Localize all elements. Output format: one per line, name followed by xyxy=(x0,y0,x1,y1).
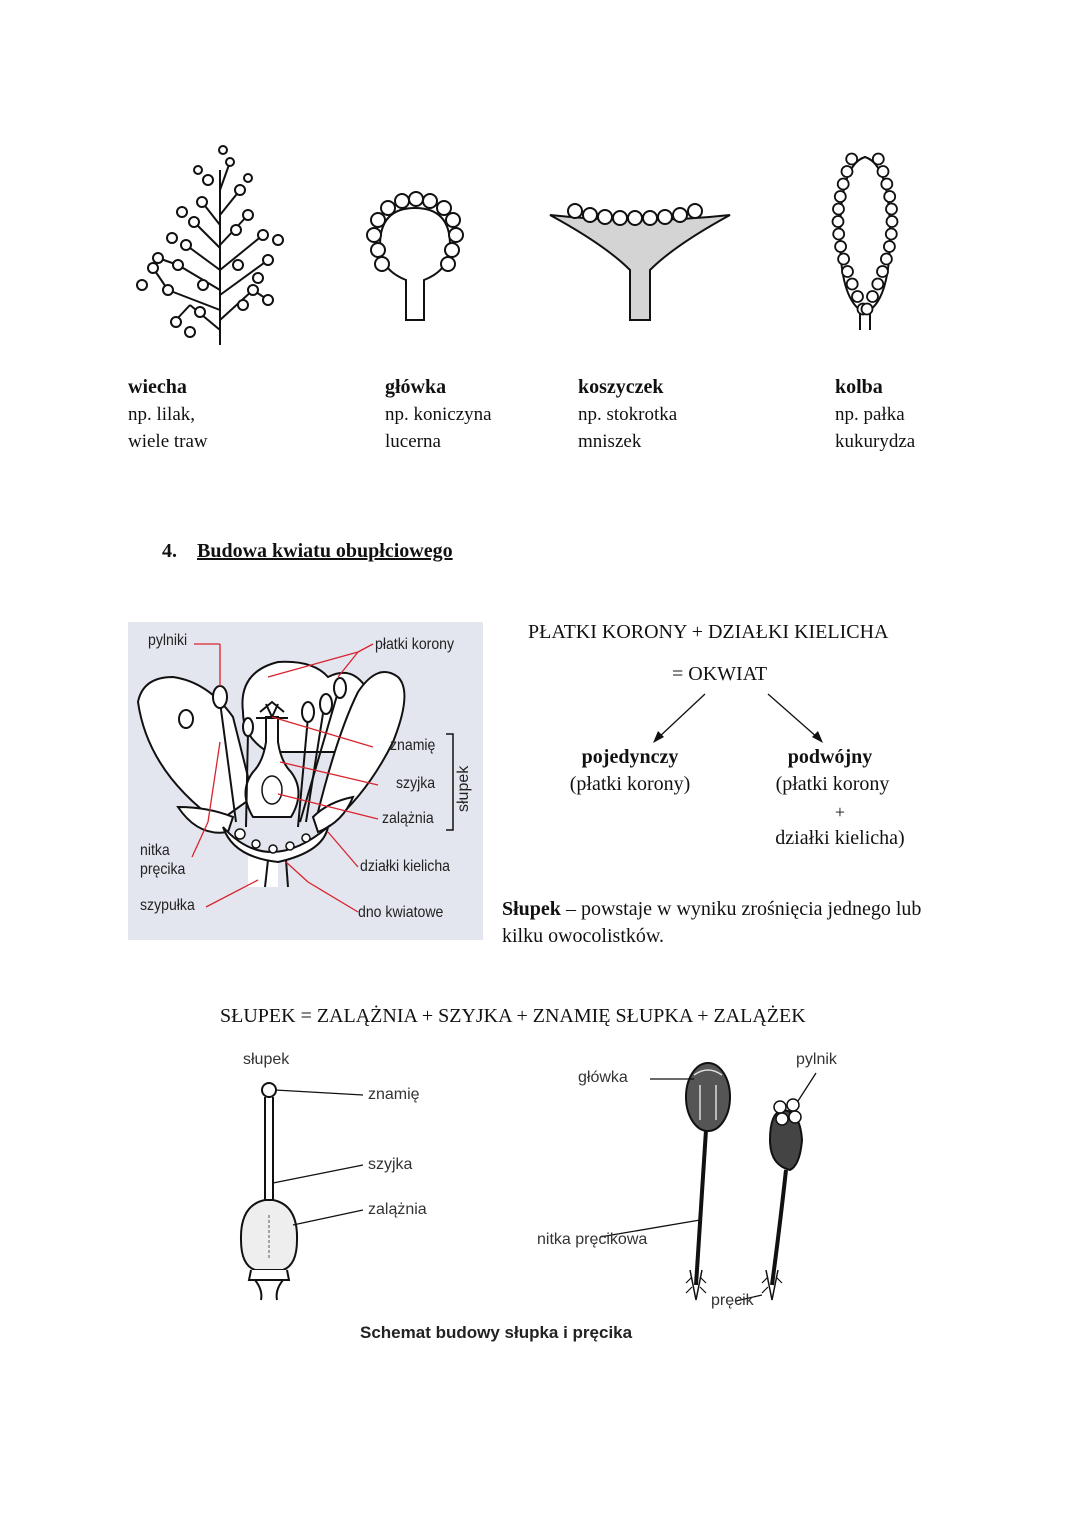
kolba-bead xyxy=(833,229,844,240)
kolba-example-1: np. pałka xyxy=(835,401,905,428)
kolba-bead xyxy=(847,279,858,290)
kolba-bead xyxy=(877,266,888,277)
kolba-bead xyxy=(881,179,892,190)
section-heading: 4. Budowa kwiatu obupłciowego xyxy=(162,540,453,563)
kolba-bead xyxy=(835,191,846,202)
kolba-bead xyxy=(838,179,849,190)
kolba-bead xyxy=(842,266,853,277)
okwiat-pojedynczy: pojedynczy xyxy=(560,746,700,769)
section-number: 4. xyxy=(162,540,177,562)
koszyczek-drawing xyxy=(545,195,735,325)
wiecha-name: wiecha xyxy=(128,376,187,399)
kolba-bead xyxy=(842,166,853,177)
kolba-bead xyxy=(852,291,863,302)
wiecha-drawing xyxy=(128,140,288,350)
dno-kwiatowe-label: dno kwiatowe xyxy=(358,904,443,922)
glowka-example-1: np. koniczyna xyxy=(385,401,492,428)
kolba-bead xyxy=(878,166,889,177)
precika-label: pręcika xyxy=(140,861,185,879)
szypulka-label: szypułka xyxy=(140,897,195,915)
okwiat-line2: = OKWIAT xyxy=(672,663,767,686)
kolba-bead xyxy=(884,241,895,252)
znamie-label: znamię xyxy=(390,737,435,755)
okwiat-pojedynczy-desc: (płatki korony) xyxy=(555,773,705,796)
schema-glowka-label: główka xyxy=(578,1069,628,1087)
platki-korony-label: płatki korony xyxy=(375,636,454,654)
slupek-vertical-label: słupek xyxy=(455,766,473,812)
szyjka-label: szyjka xyxy=(396,775,435,793)
kolba-bead xyxy=(886,204,897,215)
kolba-bead xyxy=(838,254,849,265)
glowka-name: główka xyxy=(385,376,446,399)
okwiat-podwojny-desc2: działki kielicha) xyxy=(760,827,920,850)
dzialki-kielicha-label: działki kielicha xyxy=(360,858,450,876)
slupek-def-text: – powstaje w wyniku zrośnięcia jednego l… xyxy=(561,898,921,920)
kolba-drawing xyxy=(820,145,910,335)
pistil-drawing xyxy=(235,1075,355,1305)
okwiat-podwojny-desc1: (płatki korony xyxy=(760,773,905,796)
nitka-label: nitka xyxy=(140,842,170,860)
kolba-bead xyxy=(862,304,873,315)
kolba-bead xyxy=(884,191,895,202)
wiecha-example-2: wiele traw xyxy=(128,428,208,455)
kolba-bead xyxy=(835,241,846,252)
schema-nitka-precikowa-label: nitka pręcikowa xyxy=(537,1231,647,1249)
okwiat-arrows xyxy=(650,690,850,750)
schema-pylnik-label: pylnik xyxy=(796,1051,837,1069)
slupek-def-text2: kilku owocolistków. xyxy=(502,923,664,950)
kolba-bead xyxy=(833,216,844,227)
kolba-name: kolba xyxy=(835,376,883,399)
glowka-drawing xyxy=(360,190,470,330)
slupek-definition: Słupek – powstaje w wyniku zrośnięcia je… xyxy=(502,896,921,923)
koszyczek-example-2: mniszek xyxy=(578,428,641,455)
pylniki-label: pylniki xyxy=(148,632,187,650)
okwiat-podwojny: podwójny xyxy=(760,746,900,769)
schema-precik-label: pręcik xyxy=(711,1292,754,1310)
kolba-example-2: kukurydza xyxy=(835,428,915,455)
kolba-bead xyxy=(886,229,897,240)
slupek-term: Słupek xyxy=(502,898,561,920)
kolba-bead xyxy=(881,254,892,265)
koszyczek-name: koszyczek xyxy=(578,376,664,399)
stamen-drawing xyxy=(630,1055,830,1315)
section-title: Budowa kwiatu obupłciowego xyxy=(197,540,453,562)
schema-caption: Schemat budowy słupka i pręcika xyxy=(360,1323,632,1343)
okwiat-line1: PŁATKI KORONY + DZIAŁKI KIELICHA xyxy=(528,621,889,644)
kolba-bead xyxy=(833,204,844,215)
zalaznia-label: zalążnia xyxy=(382,810,434,828)
schema-zalaznia-label: zalążnia xyxy=(368,1201,427,1219)
wiecha-example-1: np. lilak, xyxy=(128,401,195,428)
kolba-bead xyxy=(867,291,878,302)
kolba-bead xyxy=(872,279,883,290)
schema-slupek-label: słupek xyxy=(243,1051,289,1069)
koszyczek-example-1: np. stokrotka xyxy=(578,401,677,428)
schema-znamie-label: znamię xyxy=(368,1086,420,1104)
kolba-bead xyxy=(846,154,857,165)
glowka-example-2: lucerna xyxy=(385,428,441,455)
okwiat-podwojny-plus: + xyxy=(820,802,860,823)
slupek-formula: SŁUPEK = ZALĄŻNIA + SZYJKA + ZNAMIĘ SŁUP… xyxy=(220,1005,806,1028)
kolba-bead xyxy=(887,216,898,227)
kolba-bead xyxy=(873,154,884,165)
schema-szyjka-label: szyjka xyxy=(368,1156,412,1174)
